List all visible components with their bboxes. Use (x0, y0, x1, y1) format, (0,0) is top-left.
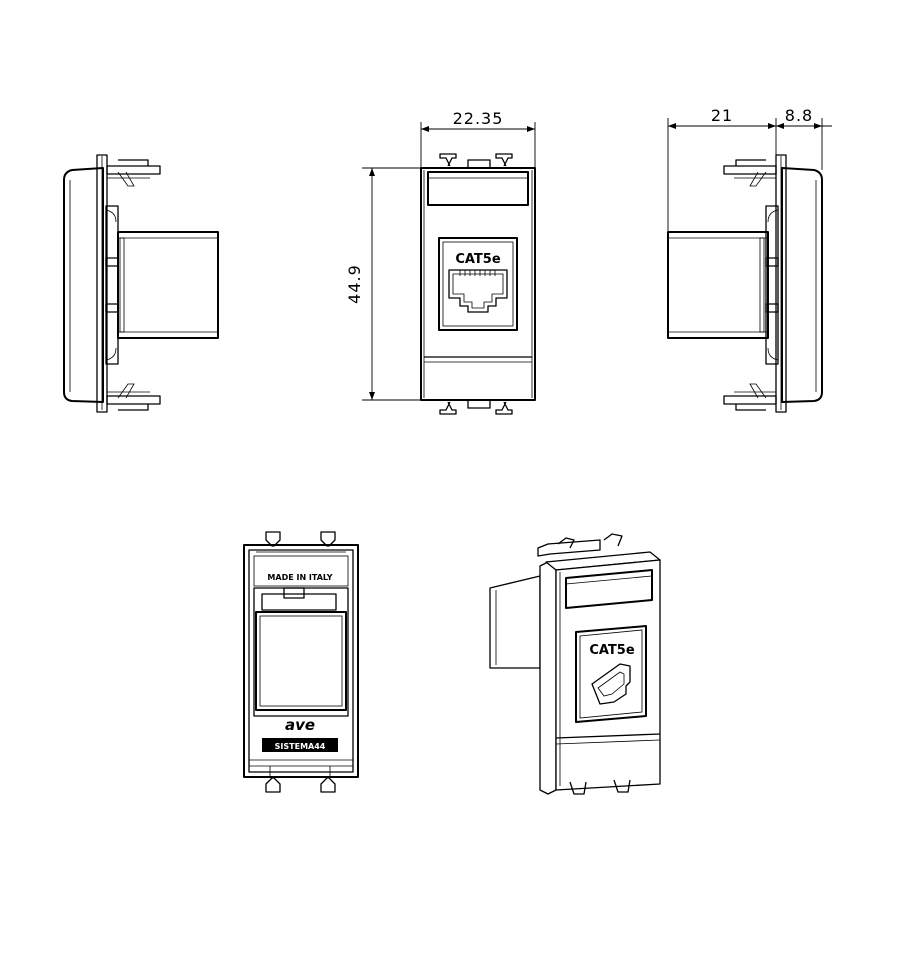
right-side-view: 21 8.8 (667, 106, 832, 413)
left-side-view (63, 154, 219, 413)
front-view: 22.35 44.9 CAT5e (345, 109, 536, 415)
side-front-depth-dimension: 8.8 (785, 106, 813, 125)
rear-view: MADE IN ITALY ave SISTEMA44 (243, 531, 359, 793)
rear-brand-logo: ave (285, 716, 315, 734)
side-depth-dimension: 21 (711, 106, 733, 125)
isometric-view: CAT5e (489, 533, 661, 795)
rear-origin-label: MADE IN ITALY (267, 573, 332, 582)
front-width-dimension: 22.35 (453, 109, 504, 128)
front-cat-label: CAT5e (455, 252, 501, 267)
rear-series-label: SISTEMA44 (275, 742, 326, 751)
front-height-dimension: 44.9 (345, 264, 364, 304)
rear-series-plate (262, 738, 338, 752)
iso-cat-label: CAT5e (589, 643, 635, 658)
